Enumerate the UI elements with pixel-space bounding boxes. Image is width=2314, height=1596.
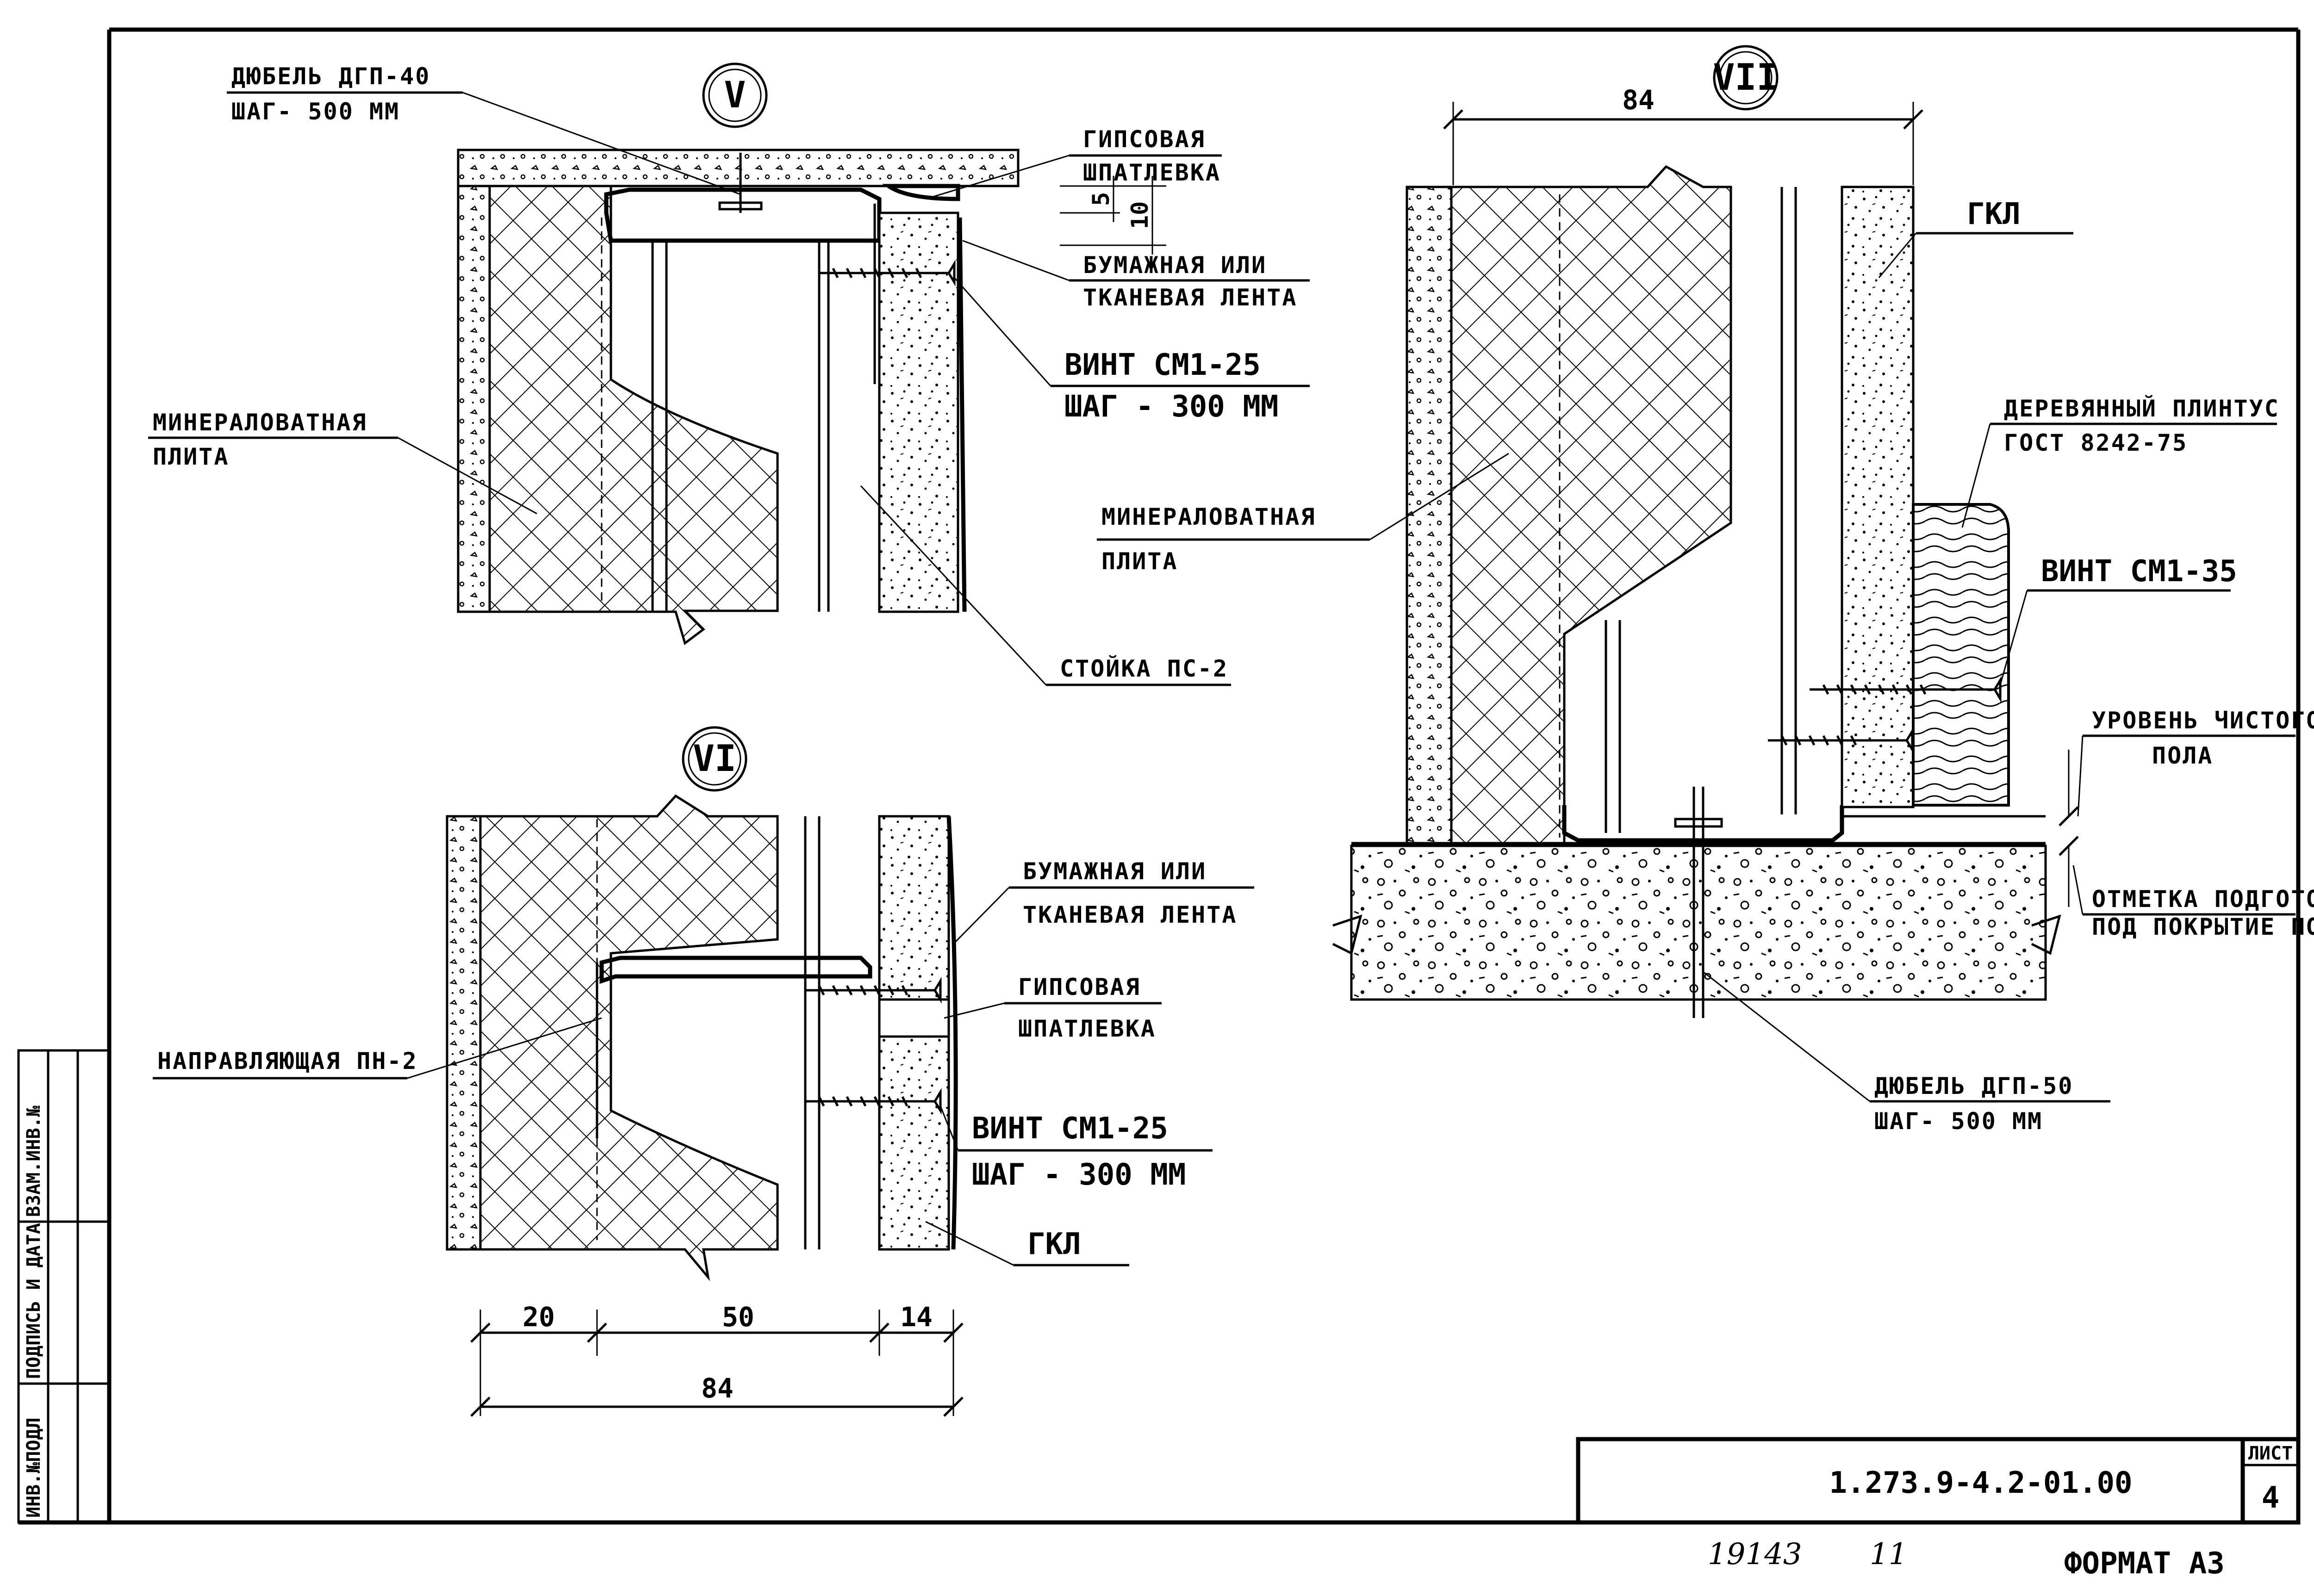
label-vii-mineral-2: ПЛИТА bbox=[1101, 548, 1178, 575]
label-v-tape-1: БУМАЖНАЯ ИЛИ bbox=[1083, 252, 1267, 279]
label-v-putty-2: ШПАТЛЕВКА bbox=[1083, 159, 1221, 186]
dim-v-5: 5 bbox=[1088, 192, 1114, 206]
footer: 19143 11 ФОРМАТ А3 bbox=[1708, 1537, 2225, 1581]
detail-v: V ДЮБЕЛЬ ДГП-40 ШАГ- 500 ММ ГИ bbox=[148, 62, 1310, 686]
label-v-dowel-1: ДЮБЕЛЬ ДГП-40 bbox=[231, 63, 430, 90]
label-v-mineral-1: МИНЕРАЛОВАТНАЯ bbox=[153, 409, 367, 436]
format-label: ФОРМАТ А3 bbox=[2064, 1546, 2225, 1581]
label-v-mineral-2: ПЛИТА bbox=[153, 443, 230, 470]
stamp-replace-inv: ВЗАМ.ИНВ.№ bbox=[23, 1105, 44, 1217]
dim-vi-84: 84 bbox=[701, 1372, 734, 1404]
detail-vi: VI БУМАЖНАЯ ИЛИ ТКАНЕВАЯ ЛЕНТА ГИПСОВАЯ … bbox=[153, 726, 1254, 1417]
label-vii-dowel-2: ШАГ- 500 ММ bbox=[1874, 1108, 2043, 1135]
doc-number: 1.273.9-4.2-01.00 bbox=[1829, 1466, 2132, 1500]
label-vii-plinth-1: ДЕРЕВЯННЫЙ ПЛИНТУС bbox=[2004, 395, 2280, 422]
handwritten-copy: 11 bbox=[1870, 1537, 1907, 1571]
section-marker-vii bbox=[1713, 45, 1779, 111]
label-vii-mineral-1: МИНЕРАЛОВАТНАЯ bbox=[1101, 503, 1316, 530]
label-vii-floor-1: УРОВЕНЬ ЧИСТОГО bbox=[2092, 707, 2314, 734]
label-v-dowel-2: ШАГ- 500 ММ bbox=[231, 98, 400, 125]
label-vi-guide: НАПРАВЛЯЮЩАЯ ПН-2 bbox=[157, 1048, 418, 1074]
title-block: 1.273.9-4.2-01.00 ЛИСТ 4 bbox=[1576, 1437, 2301, 1525]
label-v-screw-1: ВИНТ СМ1-25 bbox=[1064, 348, 1261, 382]
label-vi-gkl: ГКЛ bbox=[1027, 1227, 1081, 1261]
label-vi-tape-2: ТКАНЕВАЯ ЛЕНТА bbox=[1023, 901, 1237, 928]
section-marker-v bbox=[702, 62, 768, 128]
section-v-label: V bbox=[724, 75, 746, 116]
sheet-number: 4 bbox=[2262, 1481, 2280, 1515]
label-v-putty-1: ГИПСОВАЯ bbox=[1083, 126, 1206, 153]
label-vii-prep-1: ОТМЕТКА ПОДГОТОВКИ bbox=[2092, 886, 2314, 913]
section-vii-label: VII bbox=[1713, 57, 1779, 99]
side-stamp: ИНВ.№ПОДЛ ПОДПИСЬ И ДАТА ВЗАМ.ИНВ.№ bbox=[17, 1049, 111, 1524]
label-v-screw-2: ШАГ - 300 ММ bbox=[1064, 390, 1278, 424]
stamp-inv-number: ИНВ.№ПОДЛ bbox=[23, 1417, 44, 1518]
label-vi-tape-1: БУМАЖНАЯ ИЛИ bbox=[1023, 858, 1207, 885]
stamp-signature-date: ПОДПИСЬ И ДАТА bbox=[23, 1223, 44, 1379]
section-vi-label: VI bbox=[693, 738, 736, 780]
label-vii-gkl: ГКЛ bbox=[1967, 197, 2021, 231]
label-vii-dowel-1: ДЮБЕЛЬ ДГП-50 bbox=[1874, 1073, 2073, 1099]
label-vi-putty-1: ГИПСОВАЯ bbox=[1018, 974, 1141, 1000]
label-vii-plinth-2: ГОСТ 8242-75 bbox=[2004, 429, 2188, 456]
label-vii-screw: ВИНТ СМ1-35 bbox=[2041, 554, 2237, 589]
label-vi-screw-1: ВИНТ СМ1-25 bbox=[972, 1112, 1168, 1146]
dim-vi-20: 20 bbox=[523, 1301, 555, 1333]
handwritten-number: 19143 bbox=[1708, 1537, 1802, 1571]
dim-vi-14: 14 bbox=[900, 1301, 933, 1333]
label-vii-floor-2: ПОЛА bbox=[2152, 742, 2213, 769]
sheet-label: ЛИСТ bbox=[2248, 1443, 2293, 1464]
label-vii-prep-2: ПОД ПОКРЫТИЕ ПОЛА bbox=[2092, 913, 2314, 940]
label-vi-screw-2: ШАГ - 300 ММ bbox=[972, 1158, 1186, 1192]
dim-v-10: 10 bbox=[1126, 201, 1153, 229]
label-v-tape-2: ТКАНЕВАЯ ЛЕНТА bbox=[1083, 284, 1297, 311]
dim-vi-50: 50 bbox=[722, 1301, 754, 1333]
label-vi-putty-2: ШПАТЛЕВКА bbox=[1018, 1015, 1156, 1042]
section-marker-vi bbox=[682, 726, 747, 792]
label-v-stud: СТОЙКА ПС-2 bbox=[1060, 655, 1228, 682]
dim-vii-84: 84 bbox=[1622, 84, 1655, 116]
detail-vii: VII 84 ГК bbox=[1097, 45, 2314, 1135]
